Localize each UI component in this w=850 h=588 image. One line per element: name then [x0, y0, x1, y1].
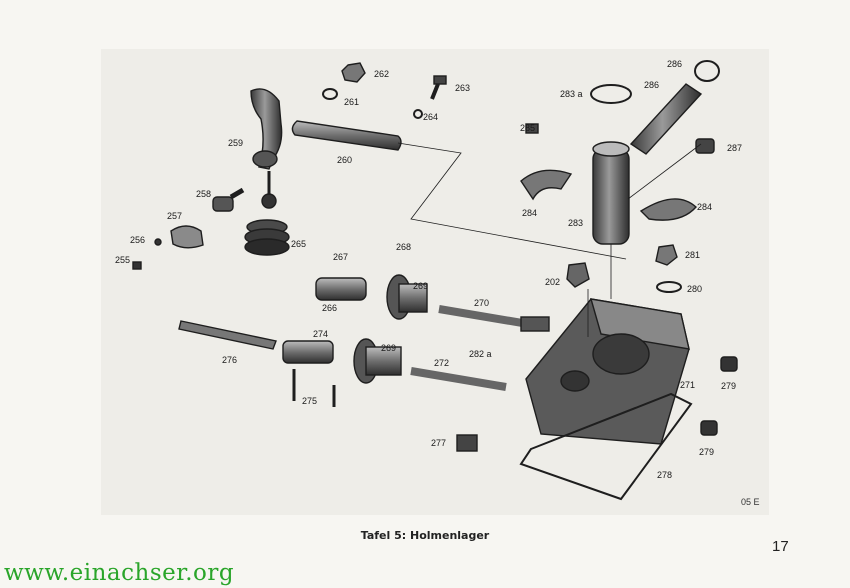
- part-label-275: 275: [302, 396, 318, 406]
- part-label-255: 255: [115, 255, 131, 265]
- part-label-276: 276: [222, 355, 238, 365]
- part-label-267: 267: [333, 252, 349, 262]
- part-label-257: 257: [167, 211, 183, 221]
- page-number: 17: [772, 538, 789, 555]
- part-label-266: 266: [322, 303, 338, 313]
- exploded-diagram: 255 256 257 258 259 260 261 262 263 264 …: [101, 49, 769, 515]
- part-label-286: 286: [644, 80, 660, 90]
- part-label-285: 285: [520, 123, 536, 133]
- part-label-263: 263: [455, 83, 471, 93]
- figure-caption: Tafel 5: Holmenlager: [360, 529, 490, 542]
- part-label-283a: 283 a: [560, 89, 583, 99]
- part-label-283: 283: [568, 218, 584, 228]
- part-label-265: 265: [291, 239, 307, 249]
- part-label-259: 259: [228, 138, 244, 148]
- cylinder-part: [592, 148, 630, 245]
- part-label-261: 261: [344, 97, 360, 107]
- part-label-277: 277: [431, 438, 447, 448]
- part-label-256: 256: [130, 235, 146, 245]
- part-label-268: 268: [396, 242, 412, 252]
- part-label-269-lower: 269: [381, 343, 397, 353]
- part-label-269-upper: 269: [413, 281, 429, 291]
- part-label-280: 280: [687, 284, 703, 294]
- part-label-284-left: 284: [522, 208, 538, 218]
- part-label-278: 278: [657, 470, 673, 480]
- sleeve-part: [315, 277, 367, 301]
- part-label-281: 281: [685, 250, 701, 260]
- part-label-279-lower: 279: [699, 447, 715, 457]
- part-label-274: 274: [313, 329, 329, 339]
- link-bar-part: [291, 120, 402, 151]
- diagram-drawing: [132, 60, 738, 501]
- part-label-270: 270: [474, 298, 490, 308]
- part-label-260: 260: [337, 155, 353, 165]
- part-label-272: 272: [434, 358, 450, 368]
- part-label-202: 202: [545, 277, 561, 287]
- part-label-271: 271: [680, 380, 696, 390]
- watermark: www.einachser.org: [4, 560, 235, 586]
- part-label-286-top: 286: [667, 59, 683, 69]
- part-label-258: 258: [196, 189, 212, 199]
- plate-code: 05 E: [741, 497, 760, 507]
- flange-part: [170, 225, 204, 249]
- part-label-287: 287: [727, 143, 743, 153]
- part-label-282a: 282 a: [469, 349, 492, 359]
- part-label-284-right: 284: [697, 202, 713, 212]
- part-label-262: 262: [374, 69, 390, 79]
- part-label-279-upper: 279: [721, 381, 737, 391]
- part-label-264: 264: [423, 112, 439, 122]
